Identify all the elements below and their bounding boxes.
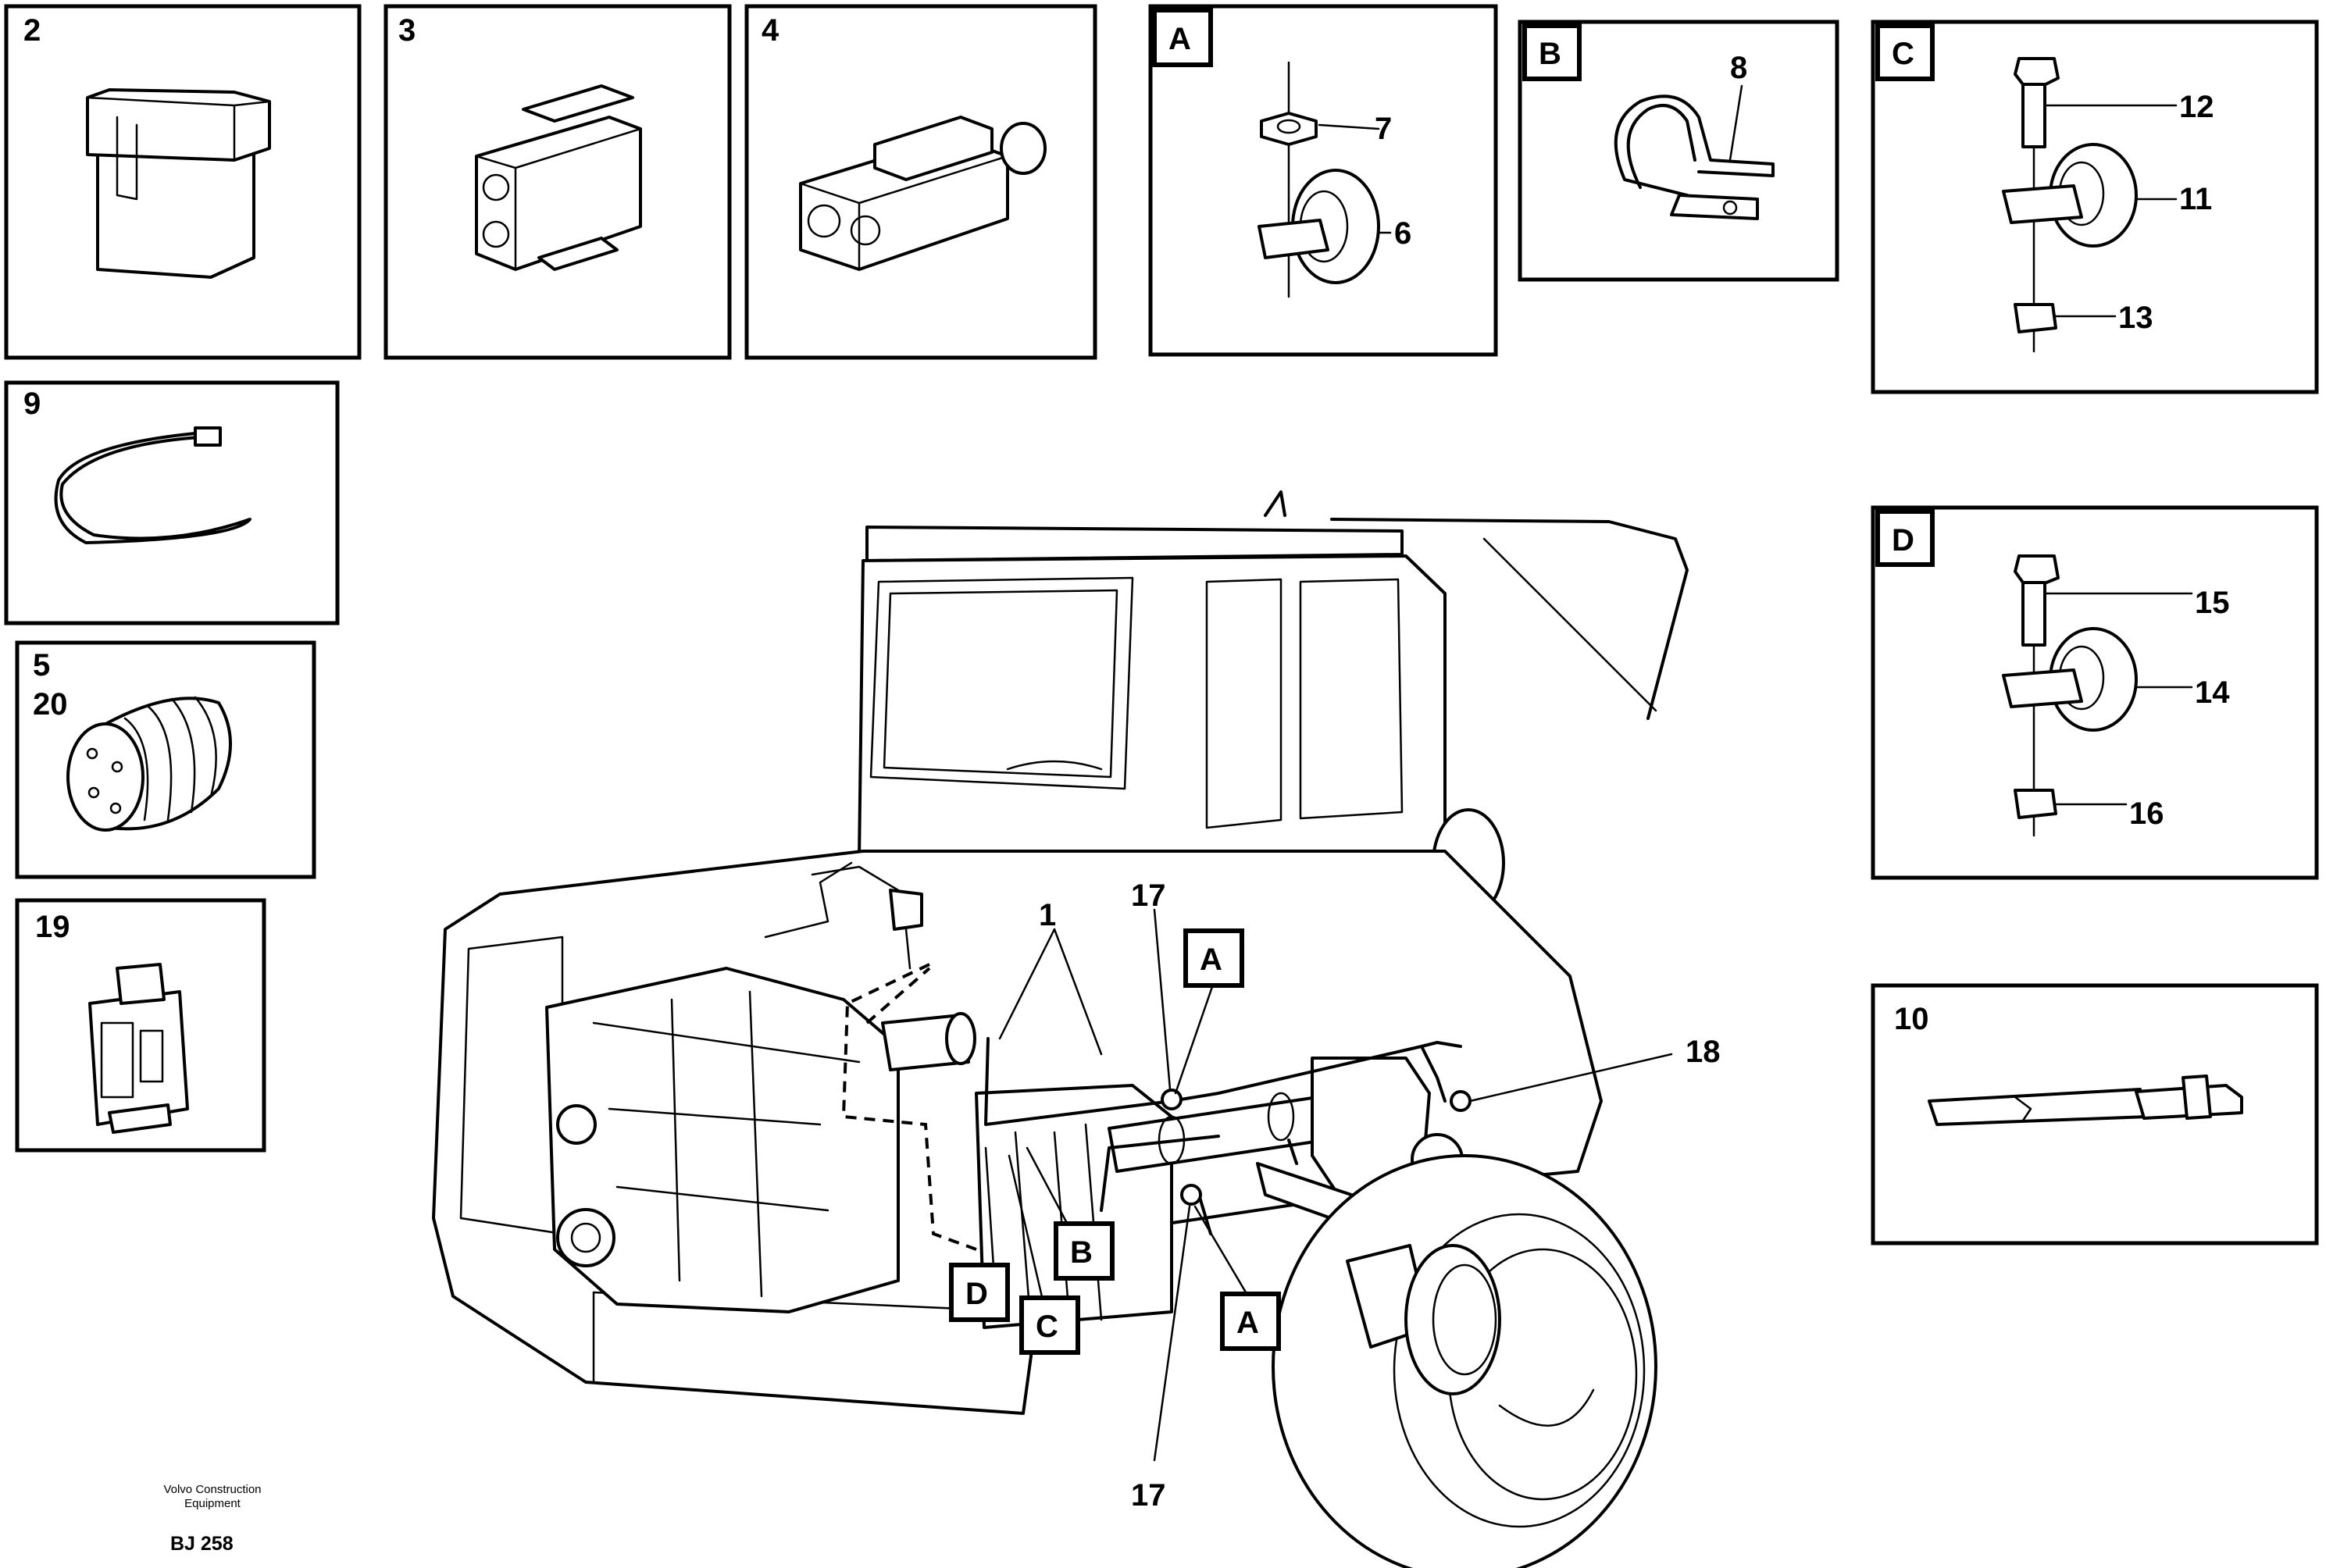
tag-D-panel: D — [1892, 523, 1914, 558]
label-8: 8 — [1730, 51, 1747, 85]
panel-9-cable-tie: 9 — [4, 380, 340, 625]
label-20: 20 — [33, 687, 68, 722]
tag-B-panel: B — [1539, 37, 1561, 71]
label-14: 14 — [2195, 675, 2230, 710]
panel-19-connector: 19 — [15, 898, 266, 1153]
label-16: 16 — [2129, 796, 2164, 831]
panel-2-relay: 2 — [4, 4, 362, 360]
label-19: 19 — [35, 910, 70, 944]
panel-B-pclip: B 8 — [1518, 20, 1839, 282]
tag-B-main: B — [1070, 1235, 1093, 1270]
tag-C-main: C — [1036, 1310, 1058, 1344]
tag-D-main: D — [965, 1277, 988, 1311]
label-15: 15 — [2195, 586, 2230, 620]
label-17-upper: 17 — [1131, 878, 1166, 913]
label-10: 10 — [1894, 1002, 1929, 1036]
tag-C-panel: C — [1892, 37, 1914, 71]
tag-A-lower: A — [1236, 1306, 1259, 1340]
panel-4-plug: 4 — [744, 4, 1097, 360]
panel-C-clamp-bolt: C 12 11 13 — [1871, 20, 2319, 394]
label-17-lower: 17 — [1131, 1478, 1166, 1513]
label-18: 18 — [1686, 1035, 1721, 1069]
main-callouts: 1 17 17 18 A A B C D — [949, 878, 1721, 1513]
label-2: 2 — [23, 13, 41, 48]
label-9: 9 — [23, 387, 41, 421]
footer: Volvo Construction Equipment BJ 258 — [163, 1483, 261, 1555]
label-4: 4 — [762, 13, 779, 48]
panel-D-clamp-bolt: D 15 14 16 — [1871, 505, 2319, 880]
label-3: 3 — [398, 13, 416, 48]
panel-3-connector: 3 — [384, 4, 732, 360]
label-12: 12 — [2179, 90, 2214, 124]
label-7: 7 — [1375, 112, 1392, 146]
footer-drawing-code: BJ 258 — [170, 1533, 234, 1555]
panel-10-strap: 10 — [1871, 983, 2319, 1245]
label-6: 6 — [1394, 216, 1411, 251]
label-11: 11 — [2179, 182, 2212, 216]
footer-company-line2: Equipment — [184, 1497, 241, 1510]
vehicle-main-view — [432, 490, 1689, 1568]
label-1-harness: 1 — [1039, 898, 1056, 932]
label-5: 5 — [33, 648, 50, 682]
footer-company-line1: Volvo Construction — [163, 1483, 261, 1496]
tag-A-panel: A — [1168, 22, 1191, 56]
label-13: 13 — [2118, 301, 2153, 335]
tag-A-upper: A — [1200, 943, 1222, 977]
panel-5-20-grommet: 5 20 — [15, 640, 316, 879]
panel-A-clamp: A 7 6 — [1148, 4, 1498, 357]
